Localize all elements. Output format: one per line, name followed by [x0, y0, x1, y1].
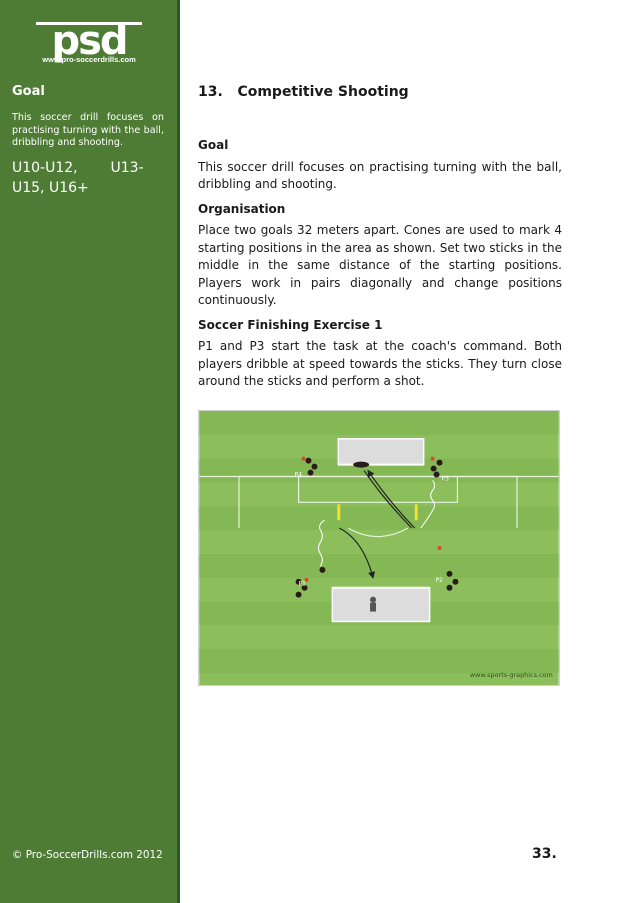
sidebar-description: This soccer drill focuses on practising … — [12, 112, 164, 148]
section-heading-goal: Goal — [198, 138, 229, 152]
drill-content: Goal This soccer drill focuses on practi… — [198, 137, 562, 398]
player-label-p1: P1 — [299, 581, 307, 588]
dribble-paths — [317, 480, 436, 567]
age-group-1: U10-U12, — [12, 160, 78, 176]
section-heading-exercise: Soccer Finishing Exercise 1 — [198, 317, 383, 332]
page-number: 33. — [532, 846, 557, 862]
shot-paths — [339, 469, 416, 579]
title-number: 13. — [198, 84, 223, 100]
section-text-exercise: P1 and P3 start the task at the coach's … — [198, 339, 562, 388]
age-group-2: U13- — [110, 160, 144, 176]
player-label-p3: P3 — [442, 475, 450, 482]
section-heading-organisation: Organisation — [198, 201, 286, 216]
players — [295, 457, 459, 598]
psd-logo: psd — [36, 20, 142, 64]
logo-url: www.pro-soccerdrills.com — [42, 55, 136, 64]
player-label-p4: P4 — [295, 472, 303, 479]
top-goal — [337, 438, 425, 466]
player-group-p3 — [430, 459, 443, 478]
field-lines — [199, 475, 559, 538]
player-group-p1 — [295, 566, 326, 598]
copyright: © Pro-SoccerDrills.com 2012 — [12, 849, 163, 861]
logo-text: psd — [51, 20, 126, 64]
bottom-goal — [331, 586, 431, 623]
cones — [301, 456, 442, 582]
sidebar: psd www.pro-soccerdrills.com Goal This s… — [0, 0, 180, 903]
page-title: 13. Competitive Shooting — [198, 84, 409, 100]
player-label-p2: P2 — [436, 577, 444, 584]
age-groups: U10-U12, U13- U15, U16+ — [12, 158, 164, 198]
sidebar-heading: Goal — [12, 84, 45, 99]
player-group-p2 — [446, 570, 459, 591]
diagram-credit: www.sports-graphics.com — [470, 671, 553, 679]
player-group-p4 — [305, 457, 318, 476]
section-text-organisation: Place two goals 32 meters apart. Cones a… — [198, 223, 562, 307]
age-group-3: U15, U16+ — [12, 180, 89, 196]
goalkeeper-top — [353, 461, 370, 468]
drill-diagram: P4 P3 P1 P2 www.sports-graphics.com — [198, 410, 560, 686]
title-text: Competitive Shooting — [237, 84, 409, 100]
section-text-goal: This soccer drill focuses on practising … — [198, 159, 562, 192]
sticks — [337, 504, 418, 521]
